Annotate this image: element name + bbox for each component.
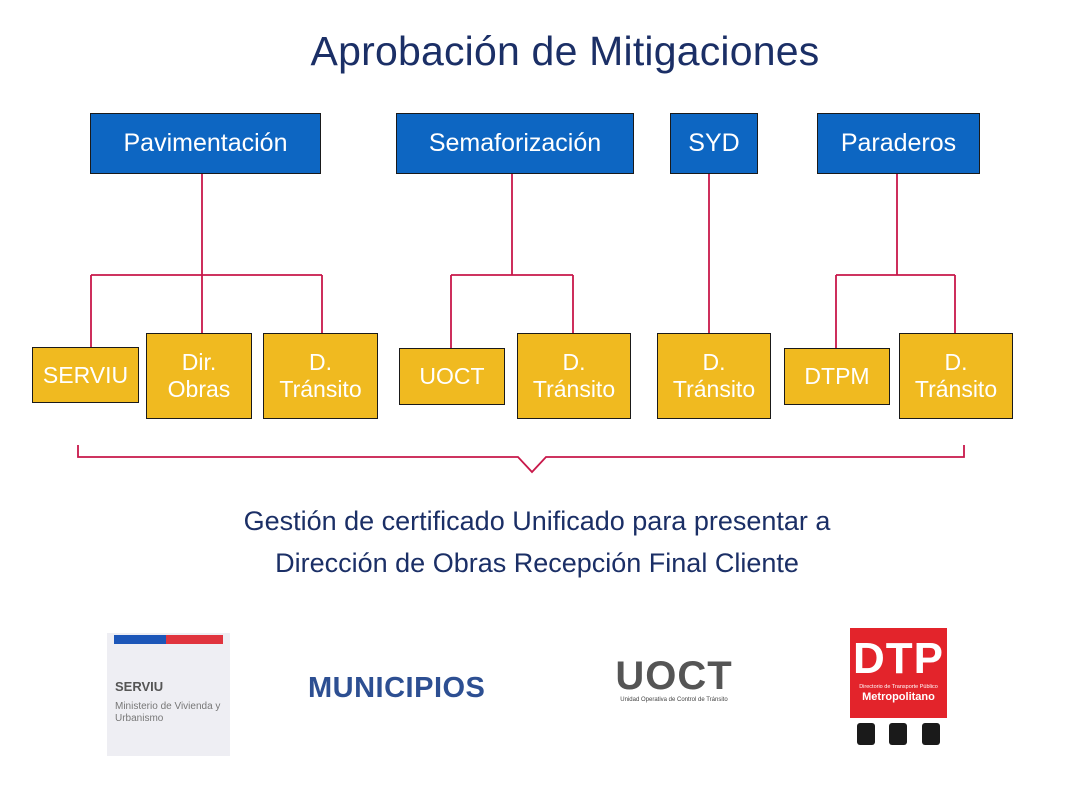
category-paraderos: Paraderos — [817, 113, 980, 174]
bus-icon — [921, 723, 940, 745]
serviu-logo-name: SERVIU — [115, 679, 164, 694]
entity-d-transito-pavimentacion: D. Tránsito — [263, 333, 378, 419]
serviu-logo: SERVIU Ministerio de Vivienda y Urbanism… — [107, 633, 230, 756]
municipios-logo: MUNICIPIOS — [308, 672, 486, 704]
connector-pavimentacion — [90, 174, 323, 347]
category-syd: SYD — [670, 113, 758, 174]
caption-line-2: Dirección de Obras Recepción Final Clien… — [275, 548, 799, 578]
entity-d-transito-syd: D. Tránsito — [657, 333, 771, 419]
entity-d-transito-semaforizacion: D. Tránsito — [517, 333, 631, 419]
dtp-logo-subtitle: Directorio de Transporte Público — [859, 684, 938, 690]
bus-icon — [889, 723, 908, 745]
entity-uoct: UOCT — [399, 348, 505, 405]
category-semaforizacion: Semaforización — [396, 113, 634, 174]
bus-icons — [850, 718, 947, 750]
dtp-logo: DTP Directorio de Transporte Público Met… — [850, 628, 947, 750]
entity-dtpm: DTPM — [784, 348, 890, 405]
connector-paraderos — [835, 174, 956, 348]
caption: Gestión de certificado Unificado para pr… — [0, 500, 1074, 584]
serviu-logo-subtitle: Ministerio de Vivienda y Urbanismo — [115, 701, 221, 724]
flag-red-bar — [166, 635, 223, 644]
dtp-logo-name: DTP — [853, 634, 944, 683]
category-pavimentacion: Pavimentación — [90, 113, 321, 174]
brace — [77, 445, 965, 474]
entity-d-transito-paraderos: D. Tránsito — [899, 333, 1013, 419]
caption-line-1: Gestión de certificado Unificado para pr… — [243, 506, 831, 536]
uoct-logo: UOCT Unidad Operativa de Control de Trán… — [603, 655, 745, 707]
uoct-logo-name: UOCT — [615, 654, 733, 698]
entity-serviu: SERVIU — [32, 347, 139, 403]
bus-icon — [857, 723, 876, 745]
uoct-logo-subtitle: Unidad Operativa de Control de Tránsito — [620, 697, 728, 703]
entity-dir-obras: Dir. Obras — [146, 333, 252, 419]
flag-blue-bar — [114, 635, 166, 644]
dtp-logo-metro: Metropolitano — [862, 691, 935, 703]
connector-semaforizacion — [450, 174, 574, 348]
diagram-title: Aprobación de Mitigaciones — [310, 28, 820, 74]
